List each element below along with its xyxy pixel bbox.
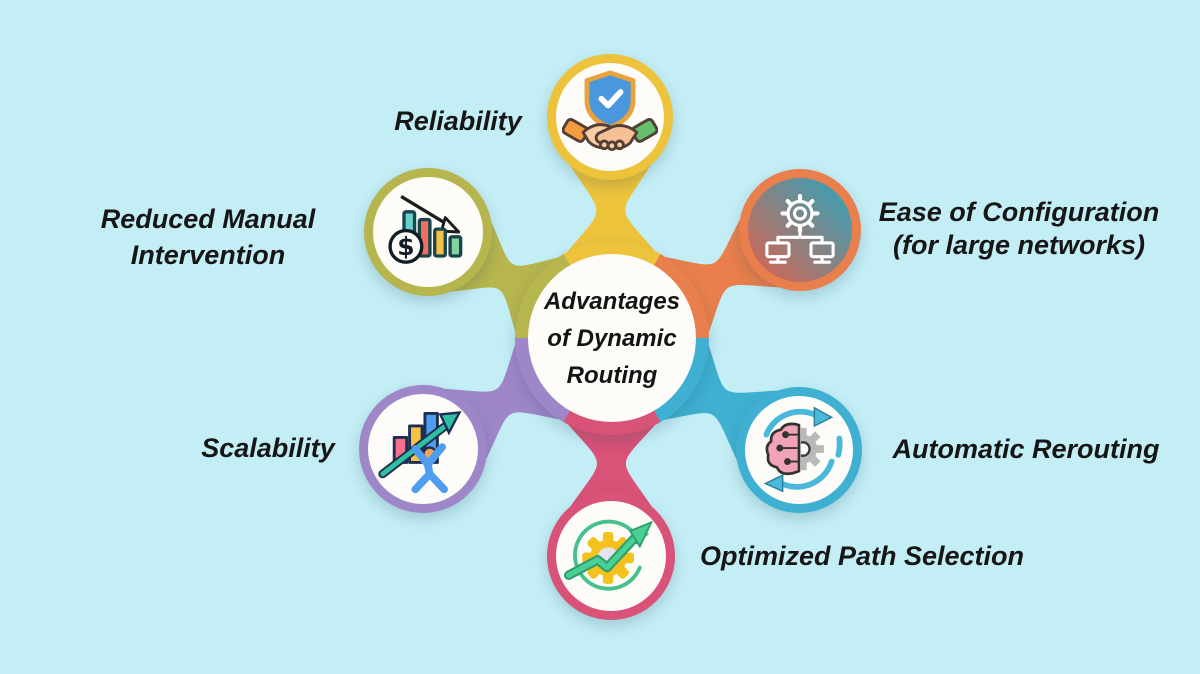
node-ease-of-configuration — [739, 169, 861, 291]
node-reliability — [547, 54, 673, 180]
label-automatic-rerouting: Automatic Rerouting — [892, 434, 1160, 464]
label-scalability: Scalability — [201, 433, 335, 463]
node-scalability — [359, 385, 487, 513]
node-automatic-rerouting-face — [745, 396, 853, 504]
central-title-line1: Advantages — [543, 287, 681, 315]
central-title-line2: of Dynamic — [547, 324, 677, 352]
node-reduced-manual-intervention: $ — [364, 168, 492, 296]
node-automatic-rerouting — [736, 387, 862, 513]
label-reliability: Reliability — [394, 106, 522, 136]
label-optimized-path-selection: Optimized Path Selection — [699, 541, 1025, 571]
node-scalability-face — [368, 394, 478, 504]
central-title: Advantages of Dynamic Routing — [544, 283, 680, 394]
gear-network-icon — [765, 193, 835, 264]
label-reduced-manual-intervention: Reduced Manual Intervention — [100, 204, 316, 270]
declining-cost-chart-icon: $ — [388, 195, 463, 264]
connector-reliability — [562, 161, 661, 259]
node-reliability-face — [556, 63, 664, 171]
central-node-face: Advantages of Dynamic Routing — [528, 254, 696, 422]
handshake-shield-icon — [562, 70, 658, 152]
brain-gear-cycle-icon — [763, 406, 843, 493]
gear-growth-arrow-icon — [563, 519, 654, 591]
node-optimized-path-selection-face — [556, 501, 666, 611]
person-bar-chart-icon — [378, 411, 462, 494]
central-node: Advantages of Dynamic Routing — [515, 241, 709, 435]
node-reduced-manual-intervention-face: $ — [373, 177, 483, 287]
connector-optimized-path-selection — [562, 417, 661, 511]
label-ease-of-configuration: Ease of Configuration (for large network… — [878, 197, 1160, 260]
node-optimized-path-selection — [547, 492, 675, 620]
svg-text:$: $ — [397, 232, 414, 261]
node-ease-of-configuration-face — [748, 178, 852, 282]
central-title-line3: Routing — [566, 361, 658, 389]
